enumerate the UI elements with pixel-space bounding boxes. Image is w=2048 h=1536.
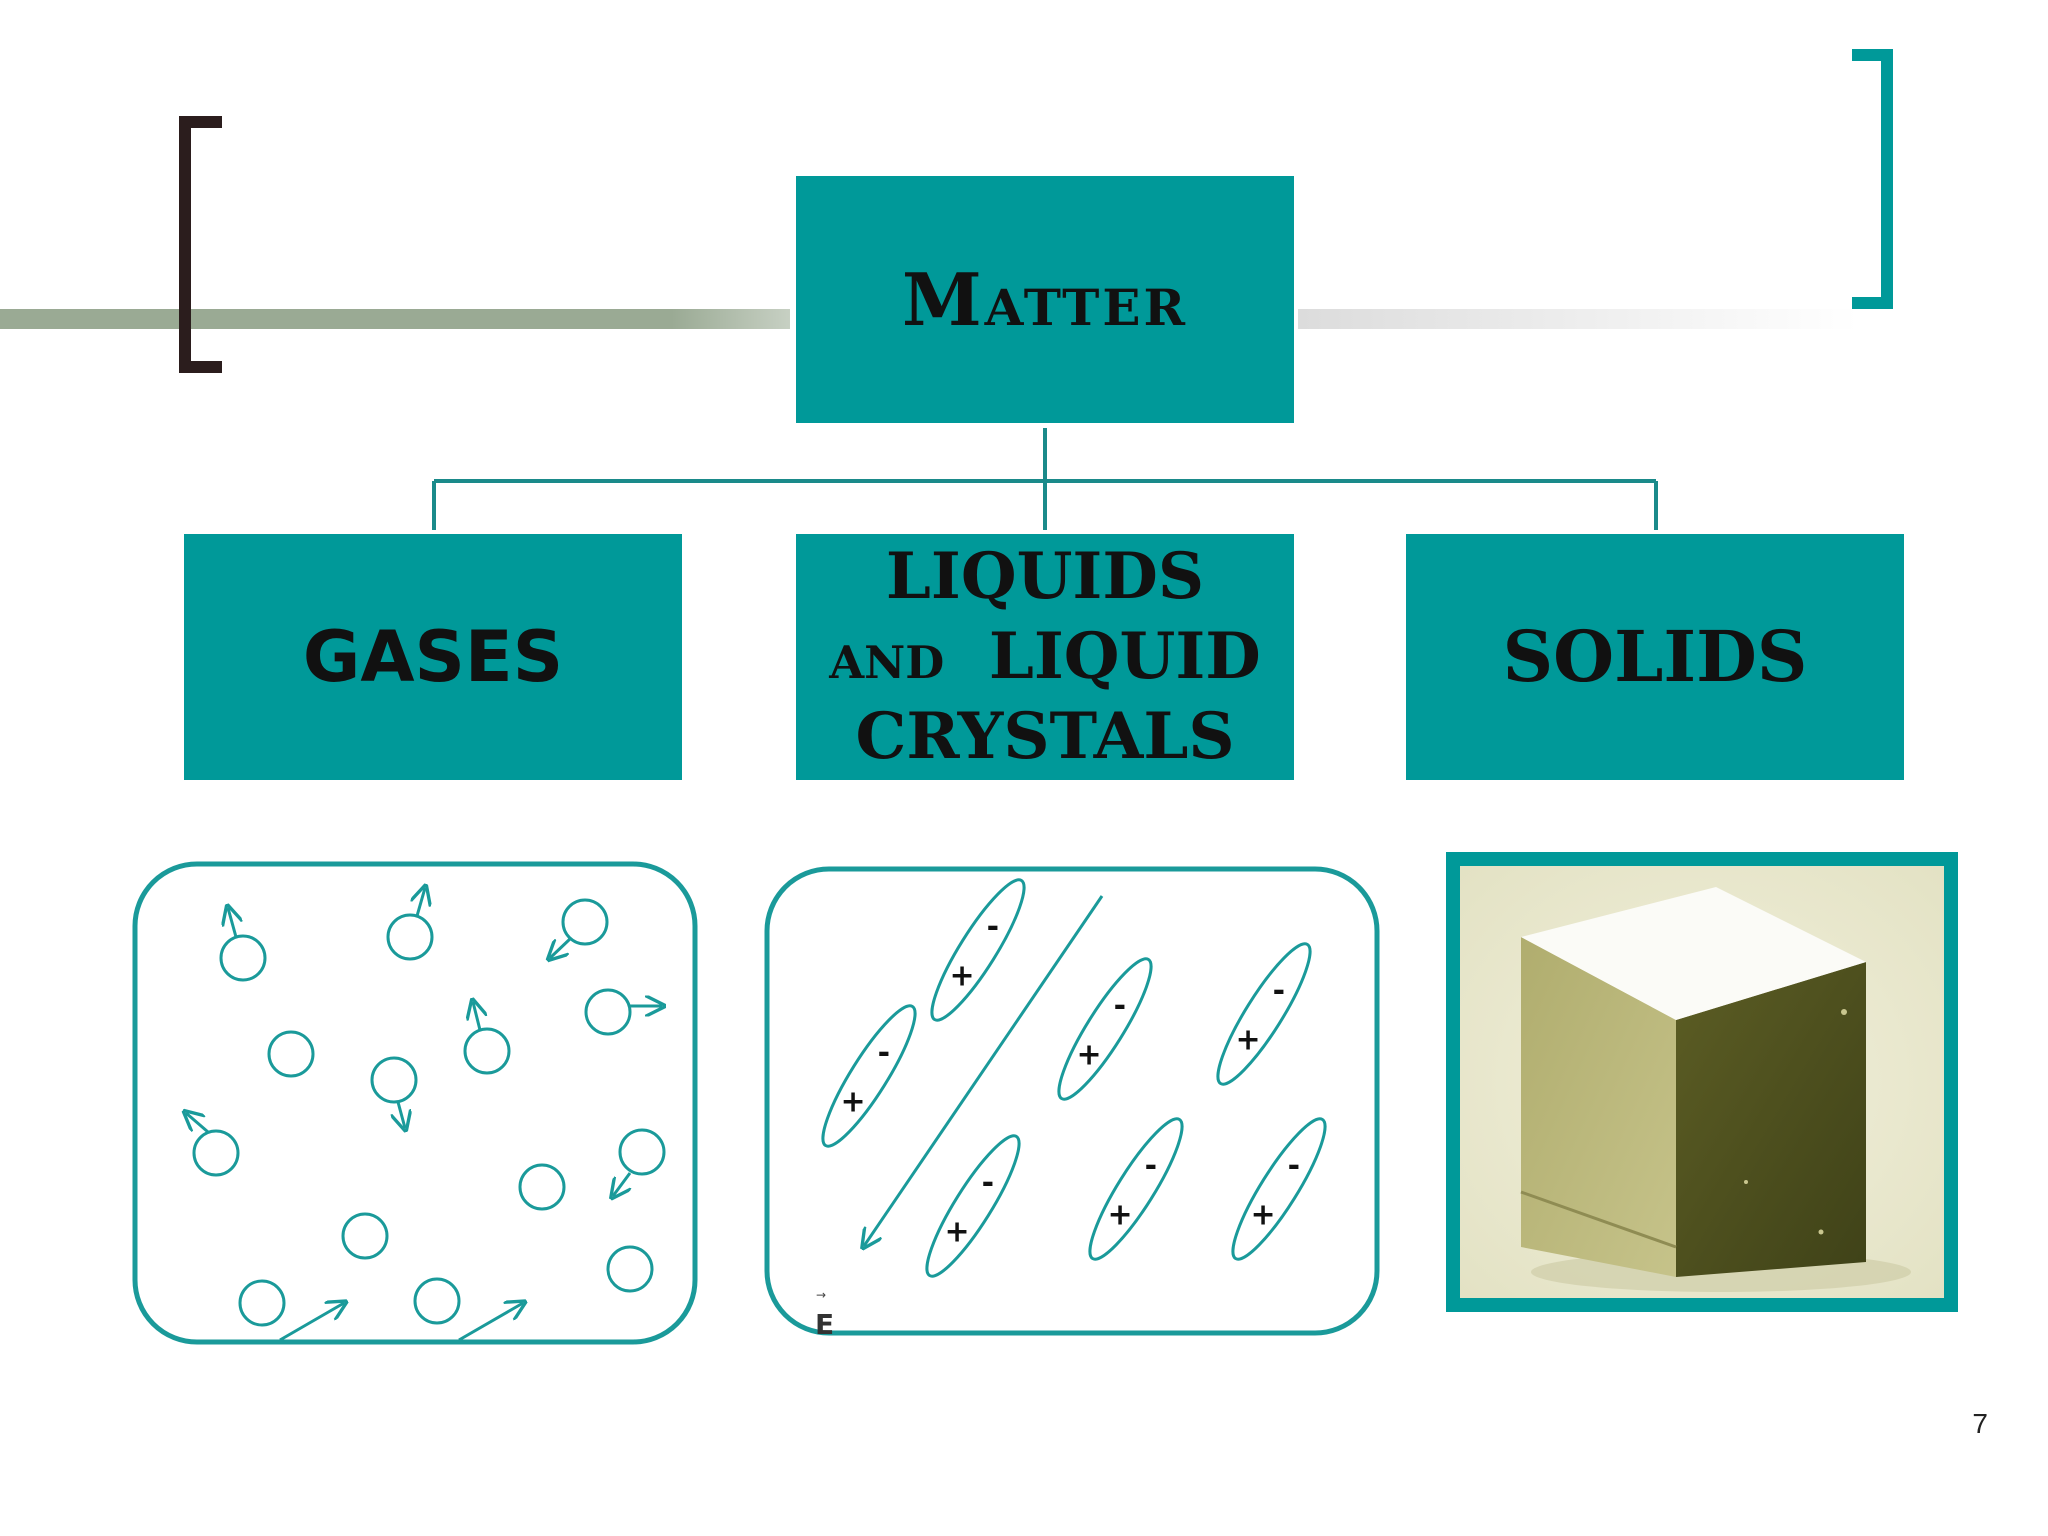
liquids-label-line1: LIQUIDS	[885, 539, 1205, 614]
left-bracket-icon	[179, 116, 222, 373]
liquid-crystal-container	[764, 866, 1380, 1336]
liquids-box: LIQUIDS and LIQUID CRYSTALS	[796, 534, 1294, 780]
solid-cube-image	[1446, 852, 1958, 1312]
gases-label: GASES	[302, 616, 564, 698]
header-bar-right	[1298, 309, 1858, 329]
header-bar-left	[0, 309, 790, 329]
matter-label: Matter	[901, 257, 1189, 342]
liquids-label-line2: and LIQUID	[829, 619, 1261, 694]
gas-particles-illustration	[132, 861, 698, 1345]
matter-box: Matter	[796, 176, 1294, 423]
liquid-crystal-illustration: + - → E	[764, 866, 1380, 1341]
solids-box: SOLIDS	[1406, 534, 1904, 780]
right-bracket-icon	[1852, 49, 1893, 309]
liquids-label-line3: CRYSTALS	[855, 699, 1235, 774]
page-number: 7	[1972, 1408, 1988, 1439]
svg-text:→: →	[816, 1288, 826, 1302]
field-label: E	[815, 1308, 834, 1341]
gases-box: GASES	[184, 534, 682, 780]
field-arrow	[864, 895, 1104, 1246]
solids-label: SOLIDS	[1502, 615, 1808, 698]
gas-container	[132, 861, 698, 1345]
